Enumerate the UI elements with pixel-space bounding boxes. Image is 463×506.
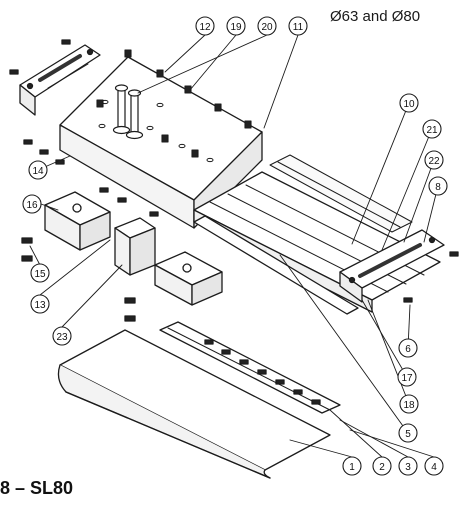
svg-text:16: 16	[26, 200, 38, 211]
leader-lines	[29, 34, 439, 458]
callout-18: 18	[399, 394, 419, 414]
callout-21: 21	[422, 119, 442, 139]
long-bolts	[112, 84, 144, 140]
callout-16: 16	[22, 194, 42, 214]
clamp-block-left	[44, 191, 111, 251]
svg-text:15: 15	[34, 269, 46, 280]
svg-text:14: 14	[32, 166, 44, 177]
callout-4: 4	[424, 456, 444, 476]
left-plate-screws	[9, 39, 71, 75]
callout-1: 1	[342, 456, 362, 476]
callout-23: 23	[52, 326, 72, 346]
svg-text:8: 8	[435, 182, 441, 193]
svg-text:17: 17	[401, 373, 413, 384]
callout-15: 15	[30, 263, 50, 283]
svg-text:19: 19	[230, 22, 242, 33]
callout-14: 14	[28, 160, 48, 180]
svg-text:21: 21	[426, 125, 438, 136]
svg-text:5: 5	[405, 429, 411, 440]
svg-text:11: 11	[293, 22, 304, 33]
callout-10: 10	[399, 93, 419, 113]
svg-text:20: 20	[261, 22, 273, 33]
callout-12: 12	[195, 16, 215, 36]
inner-ribs	[269, 154, 413, 233]
callout-19: 19	[226, 16, 246, 36]
callout-3: 3	[398, 456, 418, 476]
clamp-screws	[21, 237, 136, 322]
top-holes	[98, 99, 214, 163]
svg-text:23: 23	[56, 332, 68, 343]
clamp-block-center	[114, 217, 156, 276]
right-end-plate	[339, 229, 445, 303]
svg-text:4: 4	[431, 462, 437, 473]
right-plate-screws	[403, 251, 459, 303]
clamp-block-right	[154, 251, 223, 306]
svg-text:2: 2	[379, 462, 385, 473]
svg-text:1: 1	[349, 462, 355, 473]
svg-text:12: 12	[199, 22, 211, 33]
svg-text:13: 13	[34, 300, 46, 311]
cover-profile	[57, 329, 331, 479]
svg-text:6: 6	[405, 344, 411, 355]
callout-13: 13	[30, 294, 50, 314]
svg-text:18: 18	[403, 400, 415, 411]
svg-text:3: 3	[405, 462, 411, 473]
svg-text:22: 22	[428, 156, 440, 167]
callout-8: 8	[428, 176, 448, 196]
callouts: 12 19 20 11 10 21 22 8 14 16 15 13 23 6 …	[22, 16, 448, 476]
flat-bar	[193, 215, 359, 315]
callout-22: 22	[424, 150, 444, 170]
callout-6: 6	[398, 338, 418, 358]
strip-screws	[204, 339, 321, 405]
series-label: 8 – SL80	[0, 478, 74, 498]
svg-text:10: 10	[403, 99, 415, 110]
callout-2: 2	[372, 456, 392, 476]
size-label: Ø63 and Ø80	[330, 8, 421, 25]
callout-11: 11	[288, 16, 308, 36]
callout-17: 17	[397, 367, 417, 387]
left-end-plate	[19, 44, 101, 116]
callout-20: 20	[257, 16, 277, 36]
callout-5: 5	[398, 423, 418, 443]
